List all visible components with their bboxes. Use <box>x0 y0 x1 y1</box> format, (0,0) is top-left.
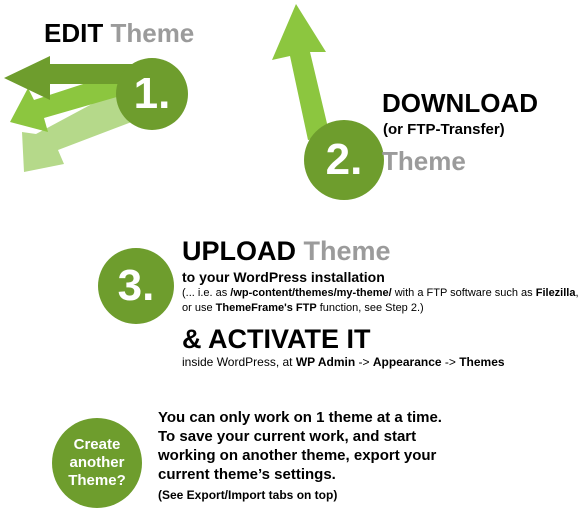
step3-badge: 3. <box>98 248 174 324</box>
badge-line-3: Theme? <box>68 472 126 489</box>
detail-path: /wp-content/themes/my-theme/ <box>230 287 392 299</box>
activate-text: inside WordPress, at <box>182 355 296 369</box>
another-line-1: You can only work on 1 theme at a time. <box>158 409 442 426</box>
pale-left-arrow-icon <box>22 90 142 172</box>
step3-object: Theme <box>303 236 391 266</box>
light-left-arrow-icon <box>10 72 134 132</box>
activate-arrow-1: -> <box>355 355 373 369</box>
step3-number: 3. <box>117 261 155 310</box>
step1-title: EDIT Theme <box>44 18 194 49</box>
step1-number: 1. <box>133 69 171 118</box>
step1-action: EDIT <box>44 18 104 48</box>
up-arrow-icon <box>272 4 330 140</box>
activate-arrow-2: -> <box>441 355 460 369</box>
detail-text-1: (... i.e. as <box>182 287 231 299</box>
activate-title: & ACTIVATE IT <box>182 324 371 354</box>
step3-detail: (... i.e. as /wp-content/themes/my-theme… <box>182 286 582 316</box>
another-line-4: current theme’s settings. <box>158 466 336 483</box>
badge-line-2: another <box>69 454 125 471</box>
step2-badge: 2. <box>304 120 384 200</box>
step2-number: 2. <box>325 135 363 184</box>
step3-subtitle: to your WordPress installation <box>182 269 385 285</box>
another-text: You can only work on 1 theme at a time. … <box>158 408 442 484</box>
detail-text-4: function, see Step 2.) <box>316 302 424 314</box>
step1-object: Theme <box>110 18 195 48</box>
detail-text-2: with a FTP software such as <box>391 287 536 299</box>
activate-instructions: inside WordPress, at WP Admin -> Appeara… <box>182 355 505 369</box>
activate-appearance: Appearance <box>372 355 442 369</box>
detail-themeframe-ftp: ThemeFrame's FTP <box>215 302 317 314</box>
detail-text-3: , or use <box>182 287 579 314</box>
activate-themes: Themes <box>459 355 505 369</box>
step3-title: UPLOAD Theme <box>182 236 391 267</box>
step3-action: UPLOAD <box>182 236 296 266</box>
detail-filezilla: Filezilla <box>535 287 576 299</box>
badge-line-1: Create <box>73 436 121 453</box>
another-line-3: working on another theme, export your <box>158 447 437 464</box>
another-note: (See Export/Import tabs on top) <box>158 488 338 502</box>
create-another-badge: Create another Theme? <box>52 418 142 508</box>
activate-wp-admin: WP Admin <box>295 355 356 369</box>
step2-title: DOWNLOAD <box>382 88 538 118</box>
dark-left-arrow-icon <box>4 56 132 100</box>
step1-badge: 1. <box>116 58 188 130</box>
another-line-2: To save your current work, and start <box>158 428 417 445</box>
step2-note: (or FTP-Transfer) <box>383 121 505 138</box>
step2-object: Theme <box>382 146 466 176</box>
